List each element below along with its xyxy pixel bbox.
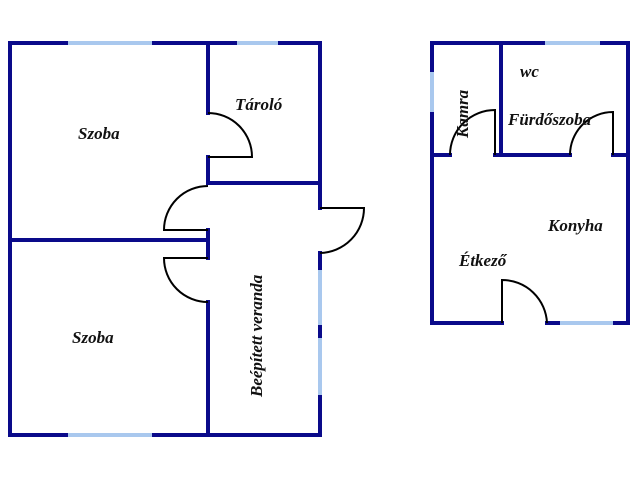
room-label-veranda: Beépített veranda <box>247 274 266 398</box>
left-building: Szoba Tároló Szoba Beépített veranda <box>8 41 366 437</box>
door <box>501 278 548 324</box>
wall <box>8 41 322 437</box>
door <box>569 110 614 156</box>
room-label-wc: wc <box>520 62 539 81</box>
wall <box>430 41 630 157</box>
room-label-tarolo: Tároló <box>235 95 282 114</box>
room-label-konyha: Konyha <box>547 216 603 235</box>
window <box>430 41 613 325</box>
door <box>207 112 254 158</box>
room-label-etkezo: Étkező <box>458 251 508 270</box>
window <box>68 41 322 437</box>
room-label-szoba: Szoba <box>72 328 114 347</box>
room-label-furdoszoba: Fürdőszoba <box>507 110 592 129</box>
wall <box>8 41 322 437</box>
door <box>162 185 209 231</box>
door <box>449 108 496 156</box>
room-label-kamra: Kamra <box>453 89 472 139</box>
door <box>319 207 366 254</box>
wall <box>430 41 630 325</box>
room-label-szoba: Szoba <box>78 124 120 143</box>
door <box>162 257 209 303</box>
right-building: Kamra wc Fürdőszoba Konyha Étkező <box>430 41 630 325</box>
